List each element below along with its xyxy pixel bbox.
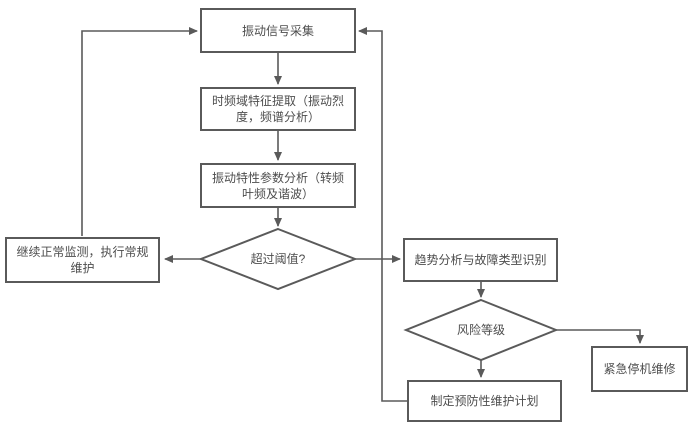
- node-time-frequency-feature-extraction: 时频域特征提取（振动烈度，频谱分析）: [200, 87, 356, 131]
- decision-risk-level-shape: [403, 298, 559, 362]
- edge-risk-decision-to-emergency-repair: [556, 329, 644, 344]
- edge-normal-monitoring-to-acquisition-feedback: [81, 27, 198, 236]
- node-label: 趋势分析与故障类型识别: [414, 253, 547, 267]
- node-label: 振动特性参数分析（转频叶频及谐波）: [211, 170, 344, 201]
- node-vibration-signal-acquisition: 振动信号采集: [200, 8, 356, 53]
- node-continue-normal-monitoring: 继续正常监测，执行常规维护: [5, 237, 160, 283]
- edge-maintenance-plan-to-acquisition-feedback: [358, 27, 407, 402]
- node-emergency-shutdown-repair: 紧急停机维修: [591, 346, 688, 392]
- node-label: 继续正常监测，执行常规维护: [16, 245, 149, 275]
- node-trend-analysis-fault-identification: 趋势分析与故障类型识别: [403, 238, 558, 282]
- node-vibration-parameter-analysis: 振动特性参数分析（转频叶频及谐波）: [200, 163, 356, 208]
- decision-threshold-exceeded-shape: [198, 227, 358, 291]
- node-label: 振动信号采集: [241, 23, 314, 38]
- node-preventive-maintenance-plan: 制定预防性维护计划: [407, 380, 562, 422]
- node-label: 时频域特征提取（振动烈度，频谱分析）: [211, 94, 344, 124]
- node-label: 紧急停机维修: [603, 362, 676, 376]
- node-label: 制定预防性维护计划: [430, 394, 539, 408]
